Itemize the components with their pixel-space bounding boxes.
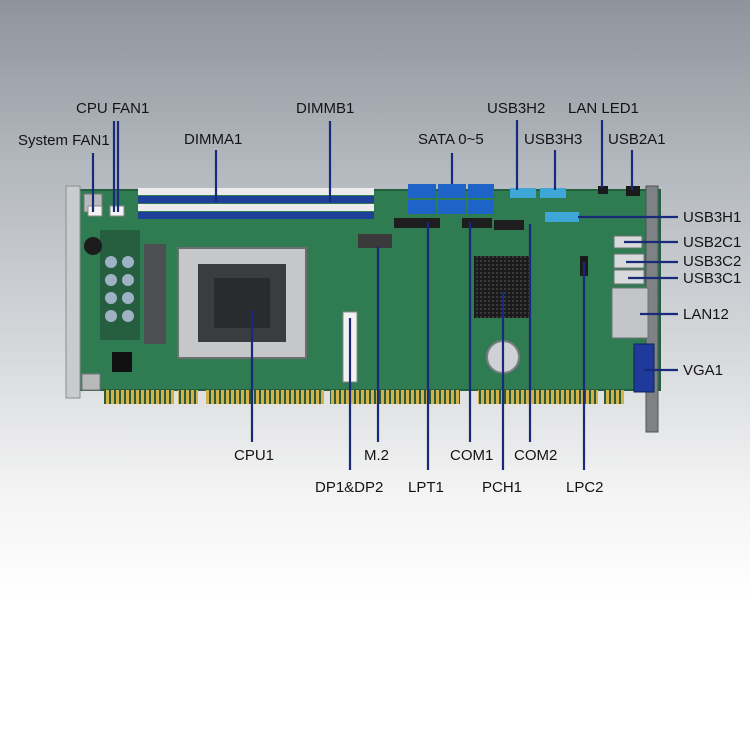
com2-header xyxy=(494,220,524,230)
label-com1: COM1 xyxy=(450,447,494,464)
label-cpu-fan1: CPU FAN1 xyxy=(76,100,150,117)
label-usb3h3: USB3H3 xyxy=(524,131,583,148)
leader-lines xyxy=(91,120,678,470)
sata-ports xyxy=(408,184,494,214)
label-usb3h2: USB3H2 xyxy=(487,100,546,117)
label-m2: M.2 xyxy=(364,447,390,464)
label-cpu1: CPU1 xyxy=(234,447,275,464)
cpu-socket xyxy=(177,247,307,359)
edge-connector xyxy=(604,390,624,404)
label-usb2a1: USB2A1 xyxy=(608,131,666,148)
dimm-slots xyxy=(138,188,374,219)
label-usb3c2: USB3C2 xyxy=(683,253,742,270)
label-dimma1: DIMMA1 xyxy=(184,131,243,148)
label-usb3h1: USB3H1 xyxy=(683,209,742,226)
vga-port xyxy=(633,343,655,393)
label-vga1: VGA1 xyxy=(683,362,724,379)
label-lpt1: LPT1 xyxy=(408,479,444,496)
m2-slot xyxy=(358,234,392,248)
label-system-fan1: System FAN1 xyxy=(18,132,110,149)
usb3h1-header xyxy=(545,212,579,222)
edge-connector xyxy=(478,390,598,404)
edge-connector xyxy=(104,390,174,404)
edge-connector xyxy=(178,390,198,404)
label-usb2c1: USB2C1 xyxy=(683,234,742,251)
label-usb3c1: USB3C1 xyxy=(683,270,742,287)
label-dimmb1: DIMMB1 xyxy=(296,100,355,117)
mount-post xyxy=(81,373,101,391)
label-com2: COM2 xyxy=(514,447,558,464)
label-sata: SATA 0~5 xyxy=(418,131,484,148)
usb3h2-header xyxy=(510,188,536,198)
com1-header xyxy=(462,218,492,228)
left-bracket xyxy=(65,185,81,399)
edge-connector xyxy=(206,390,324,404)
label-lan12: LAN12 xyxy=(683,306,729,323)
label-lan-led1: LAN LED1 xyxy=(568,100,639,117)
lan-led-header xyxy=(598,186,608,194)
usb3h3-header xyxy=(540,188,566,198)
usb2a1-header xyxy=(626,186,640,196)
buzzer xyxy=(84,237,102,255)
label-lpc2: LPC2 xyxy=(566,479,604,496)
label-dp1dp2: DP1&DP2 xyxy=(315,479,384,496)
vrm-area xyxy=(84,230,166,372)
lpt-header xyxy=(394,218,440,228)
label-pch1: PCH1 xyxy=(482,479,523,496)
system-fan-header xyxy=(87,205,103,217)
